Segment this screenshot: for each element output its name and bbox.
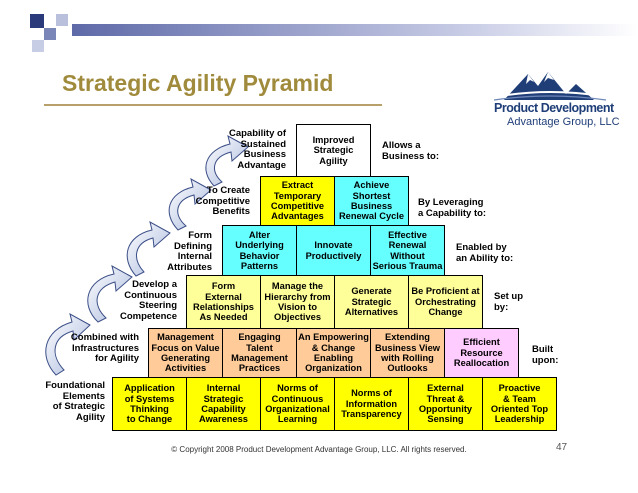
pyramid-block: Innovate Productively [296,225,371,276]
pyramid-block: Norms of Continuous Organizational Learn… [260,377,335,431]
pyramid-block: Form External Relationships As Needed [186,275,261,329]
pyramid-block: An Empowering & Change Enabling Organiza… [296,328,371,378]
corner-square-decoration [56,14,68,26]
pyramid-block: Be Proficient at Orchestrating Change [408,275,483,329]
row-right-label: Set up by: [494,291,524,313]
page-number: 47 [556,442,568,453]
curved-arrow-icon [87,265,133,323]
pyramid-block: Manage the Hierarchy from Vision to Obje… [260,275,335,329]
pyramid-block: Improved Strategic Agility [296,124,371,177]
pyramid-block: Extending Business View with Rolling Out… [370,328,445,378]
header-bar [72,24,638,36]
pyramid-block: Management Focus on Value Generating Act… [148,328,223,378]
row-left-label: Combined with Infrastructures for Agilit… [70,332,139,365]
row-right-label: Built upon: [532,344,559,366]
curved-arrow-icon [45,313,91,376]
mountain-logo-icon [493,72,607,101]
pyramid-block: Norms of Information Transparency [334,377,409,431]
corner-square-decoration [30,14,44,28]
logo-line-2: Advantage Group, LLC [507,116,620,128]
pyramid-block: Engaging Talent Management Practices [222,328,297,378]
curved-arrow-icon [168,178,212,231]
pyramid-block: Effective Renewal Without Serious Trauma [370,225,445,276]
pyramid-block: Extract Temporary Competitive Advantages [260,176,335,226]
pyramid-block: Internal Strategic Capability Awareness [186,377,261,431]
corner-square-decoration [32,40,44,52]
row-right-label: Allows a Business to: [382,140,440,162]
corner-square-decoration [44,28,56,40]
copyright-footer: © Copyright 2008 Product Development Adv… [171,445,467,454]
row-left-label: To Create Competitive Benefits [195,185,250,218]
curved-arrow-icon [126,221,171,277]
pyramid-block: Alter Underlying Behavior Patterns [222,225,297,276]
pyramid-block: Application of Systems Thinking to Chang… [112,377,187,431]
pyramid-block: External Threat & Opportunity Sensing [408,377,483,431]
curved-arrow-icon [205,135,249,187]
row-left-label: Form Defining Internal Attributes [167,230,212,273]
title-underline [44,104,382,106]
pyramid-block: Generate Strategic Alternatives [334,275,409,329]
row-left-label: Develop a Continuous Steering Competence [119,279,177,322]
pyramid-block: Efficient Resource Reallocation [444,328,519,378]
row-left-label: Capability of Sustained Business Advanta… [228,128,286,171]
row-left-label: Foundational Elements of Strategic Agili… [45,380,105,423]
logo-line-1: Product Development [494,101,614,115]
pyramid-block: Proactive & Team Oriented Top Leadership [482,377,557,431]
pyramid-block: Achieve Shortest Business Renewal Cycle [334,176,409,226]
row-right-label: Enabled by an Ability to: [456,242,514,264]
row-right-label: By Leveraging a Capability to: [418,197,487,219]
slide-title: Strategic Agility Pyramid [62,70,334,96]
